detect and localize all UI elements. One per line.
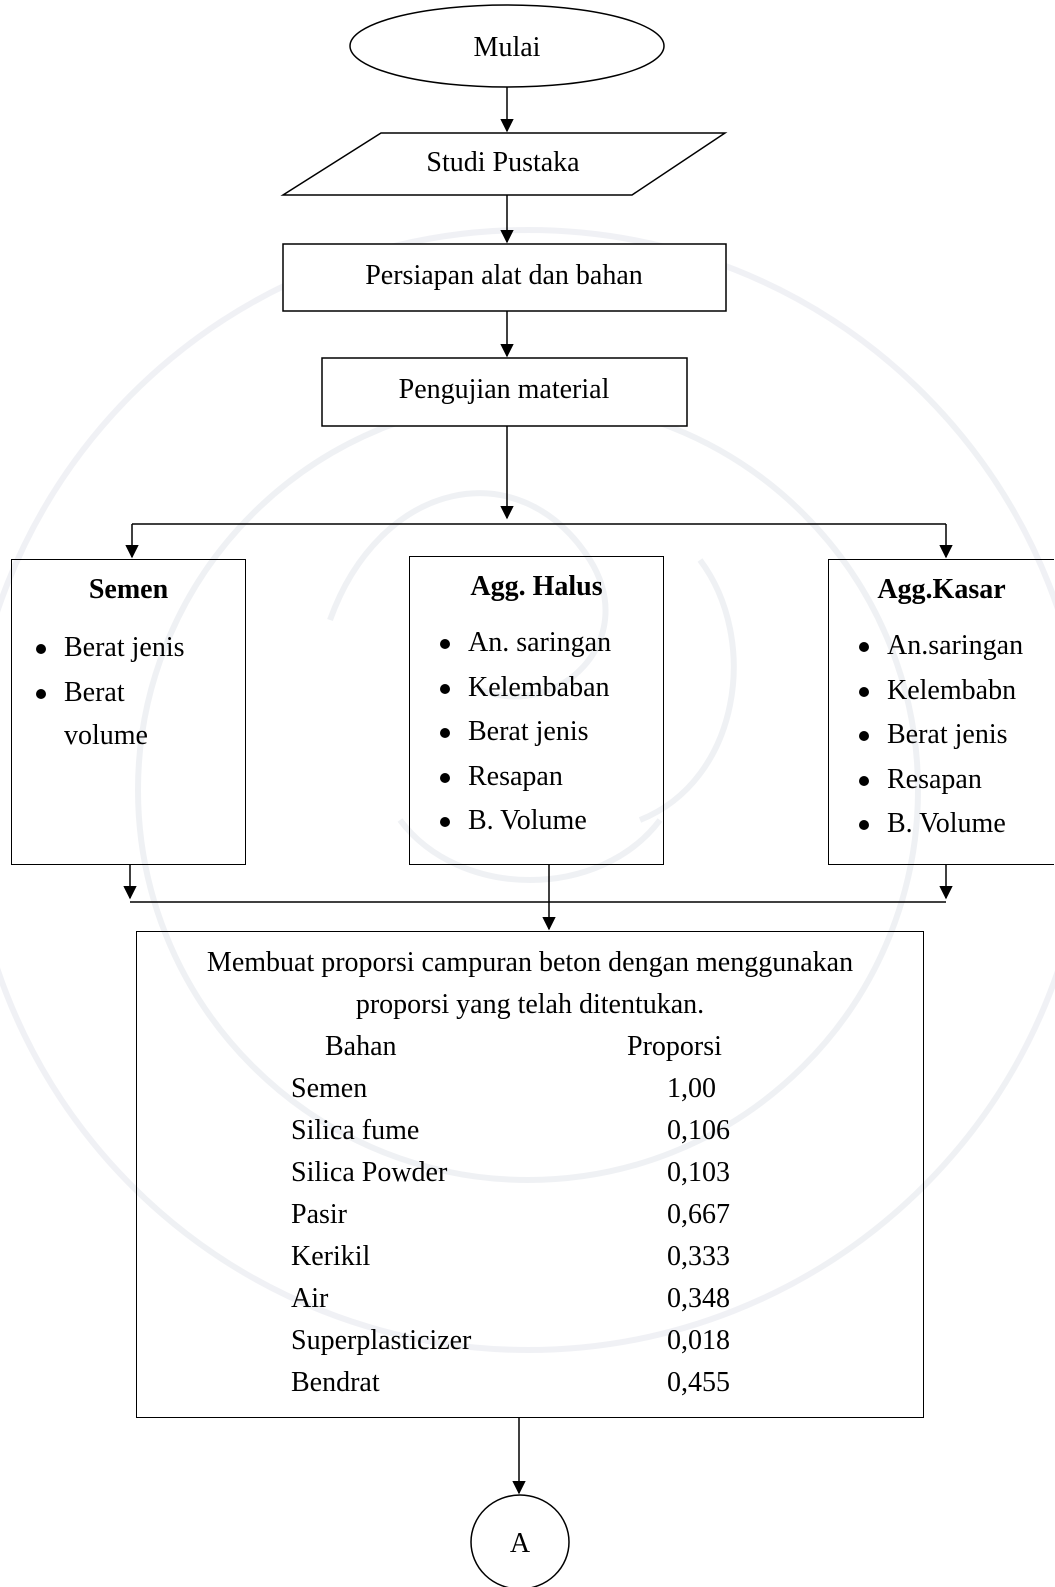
start-node: Mulai [349, 4, 665, 88]
mix-table-row: Semen 1,00 [137, 1068, 923, 1110]
literature-label: Studi Pustaka [426, 147, 580, 178]
coarse-aggregate-test-title: Agg.Kasar [877, 574, 1006, 605]
preparation-label: Persiapan alat dan bahan [365, 260, 643, 291]
mix-intro: Membuat proporsi campuran beton dengan m… [137, 942, 923, 1026]
cement-test-title: Semen [88, 574, 169, 605]
mix-table-row: Silica Powder 0,103 [137, 1152, 923, 1194]
cement-test-box: Semen Berat jenis Berat volume [11, 559, 246, 865]
fine-aggregate-test-list: An. saringan Kelembaban Berat jenis Resa… [410, 621, 663, 844]
proportion-cell: 0,455 [667, 1367, 730, 1398]
coarse-aggregate-test-item: B. Volume [859, 802, 1054, 847]
material-cell: Superplasticizer [291, 1325, 472, 1356]
literature-node: Studi Pustaka [280, 132, 728, 196]
mix-table-header: Bahan Proporsi [137, 1026, 923, 1068]
cement-test-item: Berat volume [36, 671, 204, 757]
proportion-cell: 0,018 [667, 1325, 730, 1356]
material-testing-label: Pengujian material [399, 374, 610, 405]
material-cell: Air [291, 1283, 329, 1314]
coarse-aggregate-test-item: An.saringan [859, 624, 1054, 669]
cement-test-list: Berat jenis Berat volume [12, 626, 245, 757]
connector-label: A [510, 1528, 531, 1559]
fine-aggregate-test-item: B. Volume [440, 799, 663, 844]
mix-table-row: Silica fume 0,106 [137, 1110, 923, 1152]
proportion-cell: 1,00 [667, 1073, 716, 1104]
material-cell: Semen [291, 1073, 368, 1104]
fine-aggregate-test-title: Agg. Halus [470, 571, 603, 602]
mix-table-row: Pasir 0,667 [137, 1194, 923, 1236]
mix-proportion-box: Membuat proporsi campuran beton dengan m… [136, 931, 924, 1418]
proportion-cell: 0,667 [667, 1199, 730, 1230]
start-label: Mulai [474, 32, 541, 63]
preparation-node: Persiapan alat dan bahan [282, 243, 727, 312]
fine-aggregate-test-box: Agg. Halus An. saringan Kelembaban Berat… [409, 556, 664, 865]
material-cell: Kerikil [291, 1241, 371, 1272]
coarse-aggregate-test-item: Kelembabn [859, 669, 1054, 714]
fine-aggregate-test-item: Kelembaban [440, 666, 663, 711]
coarse-aggregate-test-box: Agg.Kasar An.saringan Kelembabn Berat je… [828, 559, 1054, 865]
coarse-aggregate-test-item: Berat jenis [859, 713, 1054, 758]
mix-table-row: Bendrat 0,455 [137, 1362, 923, 1404]
cement-test-item: Berat jenis [36, 626, 245, 671]
mix-table-row: Air 0,348 [137, 1278, 923, 1320]
mix-table-row: Superplasticizer 0,018 [137, 1320, 923, 1362]
proportion-cell: 0,333 [667, 1241, 730, 1272]
material-testing-node: Pengujian material [321, 357, 688, 427]
fine-aggregate-test-item: An. saringan [440, 621, 663, 666]
mix-intro-line-1: Membuat proporsi campuran beton dengan m… [206, 947, 854, 978]
material-cell: Silica fume [291, 1115, 420, 1146]
proportion-cell: 0,103 [667, 1157, 730, 1188]
fine-aggregate-test-item: Berat jenis [440, 710, 663, 755]
mix-intro-line-2: proporsi yang telah ditentukan. [355, 989, 705, 1020]
proportion-cell: 0,106 [667, 1115, 730, 1146]
proportion-cell: 0,348 [667, 1283, 730, 1314]
connector-node-a: A [470, 1494, 570, 1587]
proportion-column-header: Proporsi [627, 1031, 722, 1062]
material-column-header: Bahan [325, 1031, 397, 1062]
mix-table-row: Kerikil 0,333 [137, 1236, 923, 1278]
material-cell: Silica Powder [291, 1157, 448, 1188]
coarse-aggregate-test-item: Resapan [859, 758, 1054, 803]
material-cell: Pasir [291, 1199, 347, 1230]
material-cell: Bendrat [291, 1367, 380, 1398]
fine-aggregate-test-item: Resapan [440, 755, 663, 800]
coarse-aggregate-test-list: An.saringan Kelembabn Berat jenis Resapa… [829, 624, 1054, 847]
